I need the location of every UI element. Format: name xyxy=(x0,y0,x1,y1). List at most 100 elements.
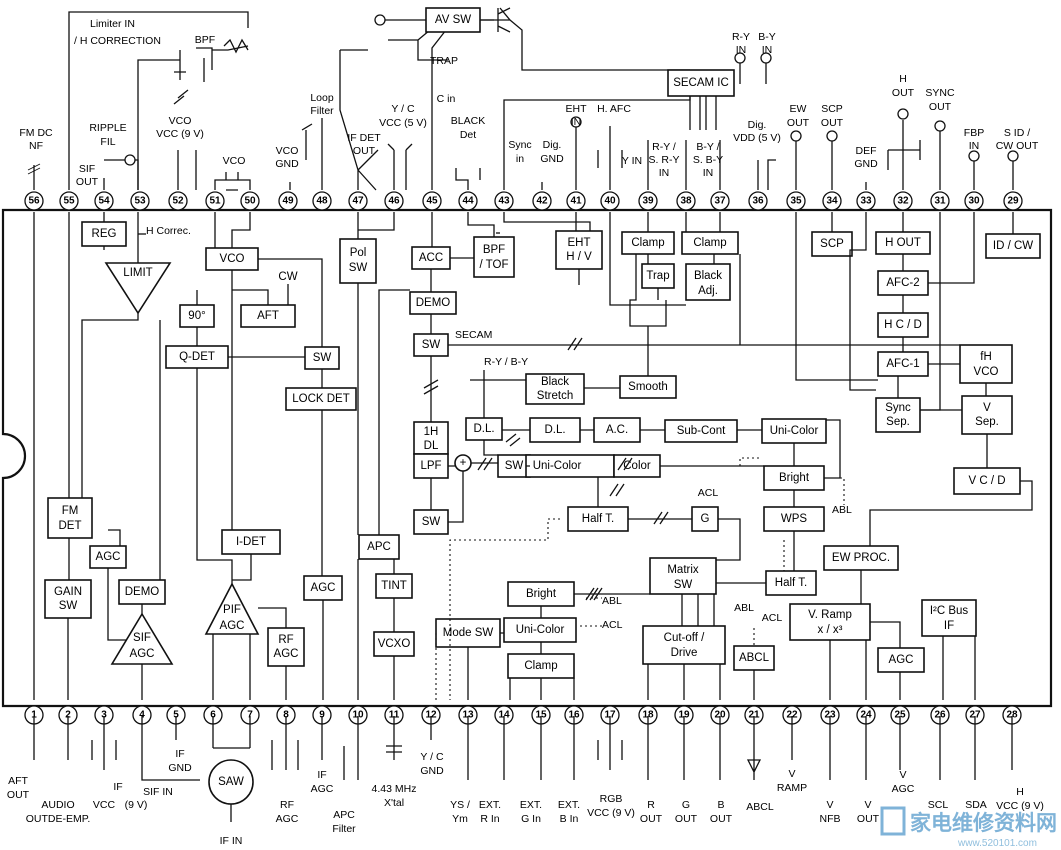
sid-label-1: S ID / xyxy=(1004,127,1030,139)
top-pin-circle-36 xyxy=(748,191,768,211)
agc1-label: AGC xyxy=(96,551,121,563)
i2c-label-2: IF xyxy=(944,620,954,632)
blackadj-block xyxy=(685,263,731,301)
by-label-3: IN xyxy=(703,167,714,179)
top-pin-circle-47 xyxy=(348,191,368,211)
sw3-block xyxy=(413,509,449,535)
blackstretch-label-2: Stretch xyxy=(537,390,573,402)
gout-label-2: OUT xyxy=(675,813,698,825)
avsw-label: AV SW xyxy=(435,14,471,26)
apc-label: APC xyxy=(367,541,391,553)
cin-label: C in xyxy=(437,93,456,105)
vramp-label-2: x / x³ xyxy=(818,624,843,636)
sw3-label: SW xyxy=(422,516,441,528)
bottom-pin-number-21: 21 xyxy=(748,710,760,721)
halft2-block xyxy=(765,570,817,596)
top-pin-circle-48 xyxy=(312,191,332,211)
top-pin-number-33: 33 xyxy=(860,196,872,207)
top-pin-circle-44 xyxy=(458,191,478,211)
unicolor1-label: Uni-Color xyxy=(770,425,819,437)
top-pin-circle-42 xyxy=(532,191,552,211)
eht-label-1: EHT xyxy=(568,237,591,249)
syncout-label-2: OUT xyxy=(929,101,952,113)
bottom-pin-number-19: 19 xyxy=(678,710,690,721)
vramp-label-1: V. Ramp xyxy=(808,609,852,621)
yc-label-2: VCC (5 V) xyxy=(379,117,427,129)
top-pin-circle-32 xyxy=(893,191,913,211)
fhvco-label-2: VCO xyxy=(974,366,999,378)
rgb-label-2: VCC (9 V) xyxy=(587,807,635,819)
cutoff-label-2: Drive xyxy=(671,647,698,659)
ifvcc-label-2: VCC xyxy=(93,799,116,811)
bottom-labels: AFT OUT AUDIO OUTDE-EMP. IF VCC (9 V) SI… xyxy=(7,748,1044,847)
afc2-label: AFC-2 xyxy=(886,277,919,289)
fmdc-label-2: NF xyxy=(29,140,43,152)
dl2-label: D.L. xyxy=(544,424,565,436)
aft-label: AFT xyxy=(257,310,279,322)
extg-label-1: EXT. xyxy=(520,799,542,811)
top-pin-number-47: 47 xyxy=(352,196,364,207)
unicolor2-label: Uni-Color xyxy=(533,460,582,472)
ifvcc-label-3: (9 V) xyxy=(125,799,148,811)
dl2-block xyxy=(529,417,581,443)
scpout-label-1: SCP xyxy=(821,103,843,115)
watermark-logo xyxy=(880,806,906,836)
clamp2-label: Clamp xyxy=(693,237,726,249)
eht-label-2: H / V xyxy=(566,251,592,263)
blackstretch-label-1: Black xyxy=(541,376,569,388)
eht-block xyxy=(555,230,603,270)
rfagc-label-1: RF xyxy=(278,634,293,646)
digvdd-label-2: VDD (5 V) xyxy=(733,132,781,144)
smooth-label: Smooth xyxy=(628,381,668,393)
top-pin-number-38: 38 xyxy=(680,196,692,207)
ifvcc-label-1: IF xyxy=(113,781,122,793)
vcognd-label-2: GND xyxy=(275,158,299,170)
top-pin-number-50: 50 xyxy=(244,196,256,207)
top-pin-circle-38 xyxy=(676,191,696,211)
i2c-label-1: I²C Bus xyxy=(930,605,969,617)
vsep-block xyxy=(961,395,1013,435)
hout-top-label-2: OUT xyxy=(892,87,915,99)
bottom-pin-number-28: 28 xyxy=(1006,710,1018,721)
internal-wires xyxy=(33,212,1033,700)
limiter-label-1: Limiter IN xyxy=(90,18,135,30)
bottom-pin-number-4: 4 xyxy=(139,710,145,721)
cutoff-label-1: Cut-off / xyxy=(664,632,705,644)
digvdd-label-1: Dig. xyxy=(748,119,767,131)
polsw-label-2: SW xyxy=(349,262,368,274)
vcd-label: V C / D xyxy=(968,475,1005,487)
top-pin-number-49: 49 xyxy=(282,196,294,207)
extb-label-1: EXT. xyxy=(558,799,580,811)
blackstretch-block xyxy=(525,373,585,405)
rgb-label-1: RGB xyxy=(600,793,623,805)
idcw-label: ID / CW xyxy=(993,240,1033,252)
syncsep-label-1: Sync xyxy=(885,402,911,414)
top-pin-circle-33 xyxy=(856,191,876,211)
bottom-pin-number-5: 5 xyxy=(173,710,179,721)
byin-label-2: IN xyxy=(762,44,773,56)
yin-label: Y IN xyxy=(622,155,642,167)
top-pin-number-41: 41 xyxy=(570,196,582,207)
ifgnd-label-1: IF xyxy=(175,748,184,760)
lockdet-block xyxy=(285,387,357,411)
defgnd-label-1: DEF xyxy=(856,145,877,157)
top-pin-circle-30 xyxy=(964,191,984,211)
agc2-label: AGC xyxy=(311,582,336,594)
bright1-label: Bright xyxy=(779,472,810,484)
clamp3-label: Clamp xyxy=(524,660,557,672)
demo1-block xyxy=(118,579,166,605)
halft2-label: Half T. xyxy=(775,577,807,589)
limit-label: LIMIT xyxy=(123,267,152,279)
ifagc-label-2: AGC xyxy=(311,783,334,795)
sync-label-2: in xyxy=(516,153,524,165)
rfagc-label-2: AGC xyxy=(274,648,299,660)
bottom-pin-number-27: 27 xyxy=(969,710,981,721)
top-pin-circle-54 xyxy=(94,191,114,211)
vcognd-label-1: VCO xyxy=(276,145,299,157)
ac-label: A.C. xyxy=(606,424,628,436)
matrixsw-block xyxy=(649,557,717,595)
sw4-label: SW xyxy=(505,460,524,472)
top-pin-circle-53 xyxy=(130,191,150,211)
